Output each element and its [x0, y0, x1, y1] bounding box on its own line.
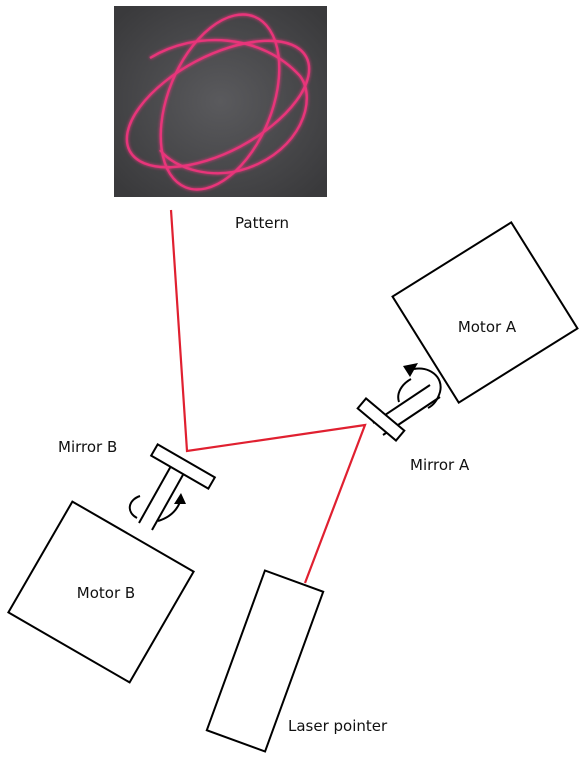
motor-b-label: Motor B	[77, 584, 135, 602]
mirror-a-label: Mirror A	[410, 456, 470, 474]
pattern-curve-3	[149, 38, 308, 175]
pattern-label: Pattern	[235, 214, 289, 232]
motor-a-label: Motor A	[458, 318, 517, 336]
rotation-arrow-b-icon	[128, 493, 186, 522]
pattern-photo	[114, 6, 327, 197]
laser-beam	[169, 209, 367, 584]
mirror-a	[356, 397, 406, 442]
motor-b	[7, 500, 195, 684]
mirror-b	[149, 443, 217, 490]
rotation-arrow-a-icon	[397, 363, 442, 409]
pattern-curve-1	[125, 39, 311, 169]
motor-a	[391, 221, 579, 404]
laser-pointer-label: Laser pointer	[288, 717, 388, 735]
mirror-b-label: Mirror B	[58, 438, 117, 456]
laser-pointer	[205, 569, 325, 753]
lissajous-pattern	[125, 13, 311, 191]
motor-b-shaft	[138, 465, 185, 531]
pattern-curve-2	[159, 13, 281, 191]
